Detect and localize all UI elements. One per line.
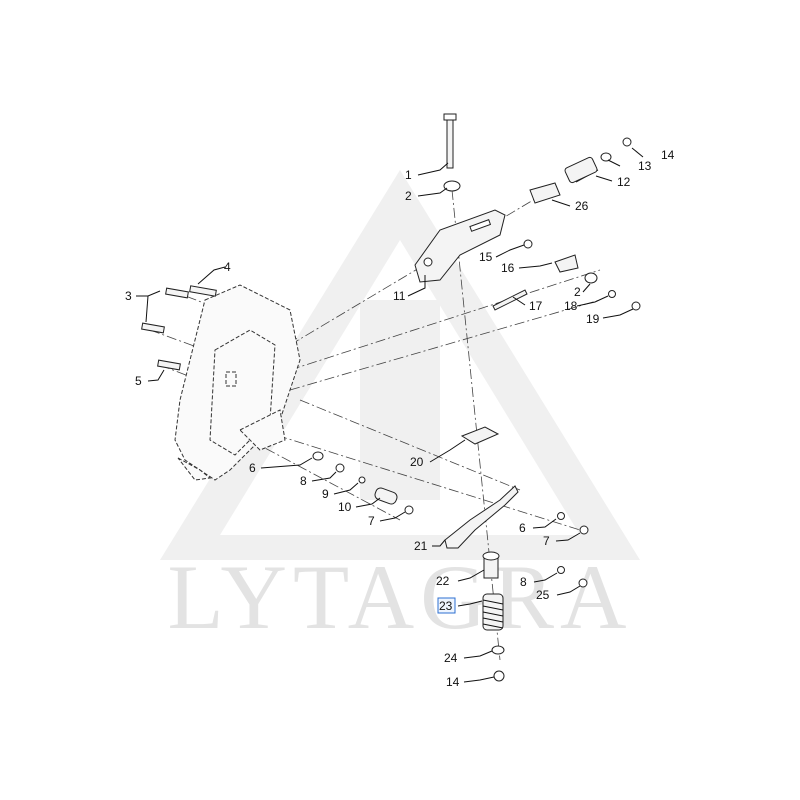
part-23-spring [482, 593, 504, 631]
part-13-washer [600, 152, 612, 162]
part-2-washer-right [584, 272, 598, 284]
callout-16[interactable]: 16 [501, 261, 515, 275]
callout-5[interactable]: 5 [135, 374, 142, 388]
part-19-nut [631, 301, 641, 311]
part-8-washer-right [557, 566, 565, 574]
frame-housing [174, 284, 301, 481]
callout-10[interactable]: 10 [338, 500, 352, 514]
part-5-bolt [157, 359, 181, 371]
part-14-nut-top [622, 137, 632, 147]
callout-26[interactable]: 26 [575, 199, 589, 213]
callout-2[interactable]: 2 [405, 189, 412, 203]
part-7-nut [404, 505, 414, 515]
callout-13[interactable]: 13 [638, 159, 652, 173]
part-6-washer-right [557, 512, 565, 520]
callout-14[interactable]: 14 [661, 148, 675, 162]
part-24-washer [491, 645, 505, 655]
callout-4[interactable]: 4 [224, 260, 231, 274]
part-17-bolt [492, 289, 528, 311]
callout-2-right[interactable]: 2 [574, 285, 581, 299]
part-10-bushing [374, 487, 398, 505]
part-3-bolts [141, 287, 189, 334]
part-15-bolt [523, 239, 533, 249]
callout-25[interactable]: 25 [536, 588, 550, 602]
part-2-washer [443, 180, 461, 192]
part-12-spring [564, 156, 599, 184]
callout-11[interactable]: 11 [393, 289, 406, 303]
callout-3[interactable]: 3 [125, 289, 132, 303]
callout-17[interactable]: 17 [529, 299, 543, 313]
callout-23[interactable]: 23 [439, 599, 453, 613]
part-16-bracket [554, 254, 579, 273]
callout-1[interactable]: 1 [405, 168, 412, 182]
part-26-block [529, 182, 561, 204]
callout-7-right[interactable]: 7 [543, 534, 550, 548]
part-1-bolt [443, 113, 457, 169]
callout-15[interactable]: 15 [479, 250, 493, 264]
part-21-lever [444, 485, 519, 549]
part-7-nut-right [579, 525, 589, 535]
callout-20[interactable]: 20 [410, 455, 424, 469]
watermark-text: LYTAGRA [168, 546, 633, 648]
callout-19[interactable]: 19 [586, 312, 600, 326]
leader-lines [136, 147, 644, 683]
callout-24[interactable]: 24 [444, 651, 458, 665]
callout-18[interactable]: 18 [564, 299, 578, 313]
part-22-sleeve [482, 551, 500, 579]
callout-7[interactable]: 7 [368, 514, 375, 528]
callout-8[interactable]: 8 [300, 474, 307, 488]
part-4-bolt [189, 285, 217, 297]
callout-14-bottom[interactable]: 14 [446, 675, 460, 689]
part-6-washer [312, 451, 324, 461]
callout-22[interactable]: 22 [436, 574, 450, 588]
callout-23-highlight [437, 597, 456, 614]
callout-8-right[interactable]: 8 [520, 575, 527, 589]
callout-6[interactable]: 6 [249, 461, 256, 475]
part-20-pad [460, 426, 500, 445]
callout-12[interactable]: 12 [617, 175, 631, 189]
callout-9[interactable]: 9 [322, 487, 329, 501]
callout-6-right[interactable]: 6 [519, 521, 526, 535]
part-11-plate [414, 209, 506, 283]
callouts: 1 2 3 4 5 6 6 7 7 8 8 9 10 11 12 13 14 1… [125, 148, 675, 689]
part-8-washer [335, 463, 345, 473]
part-18-washer [608, 290, 616, 298]
part-14-nut-bottom [493, 670, 505, 682]
part-9-nut [358, 476, 366, 484]
callout-21[interactable]: 21 [414, 539, 428, 553]
watermark: LYTAGRA [160, 170, 640, 648]
part-25-nut [578, 578, 588, 588]
